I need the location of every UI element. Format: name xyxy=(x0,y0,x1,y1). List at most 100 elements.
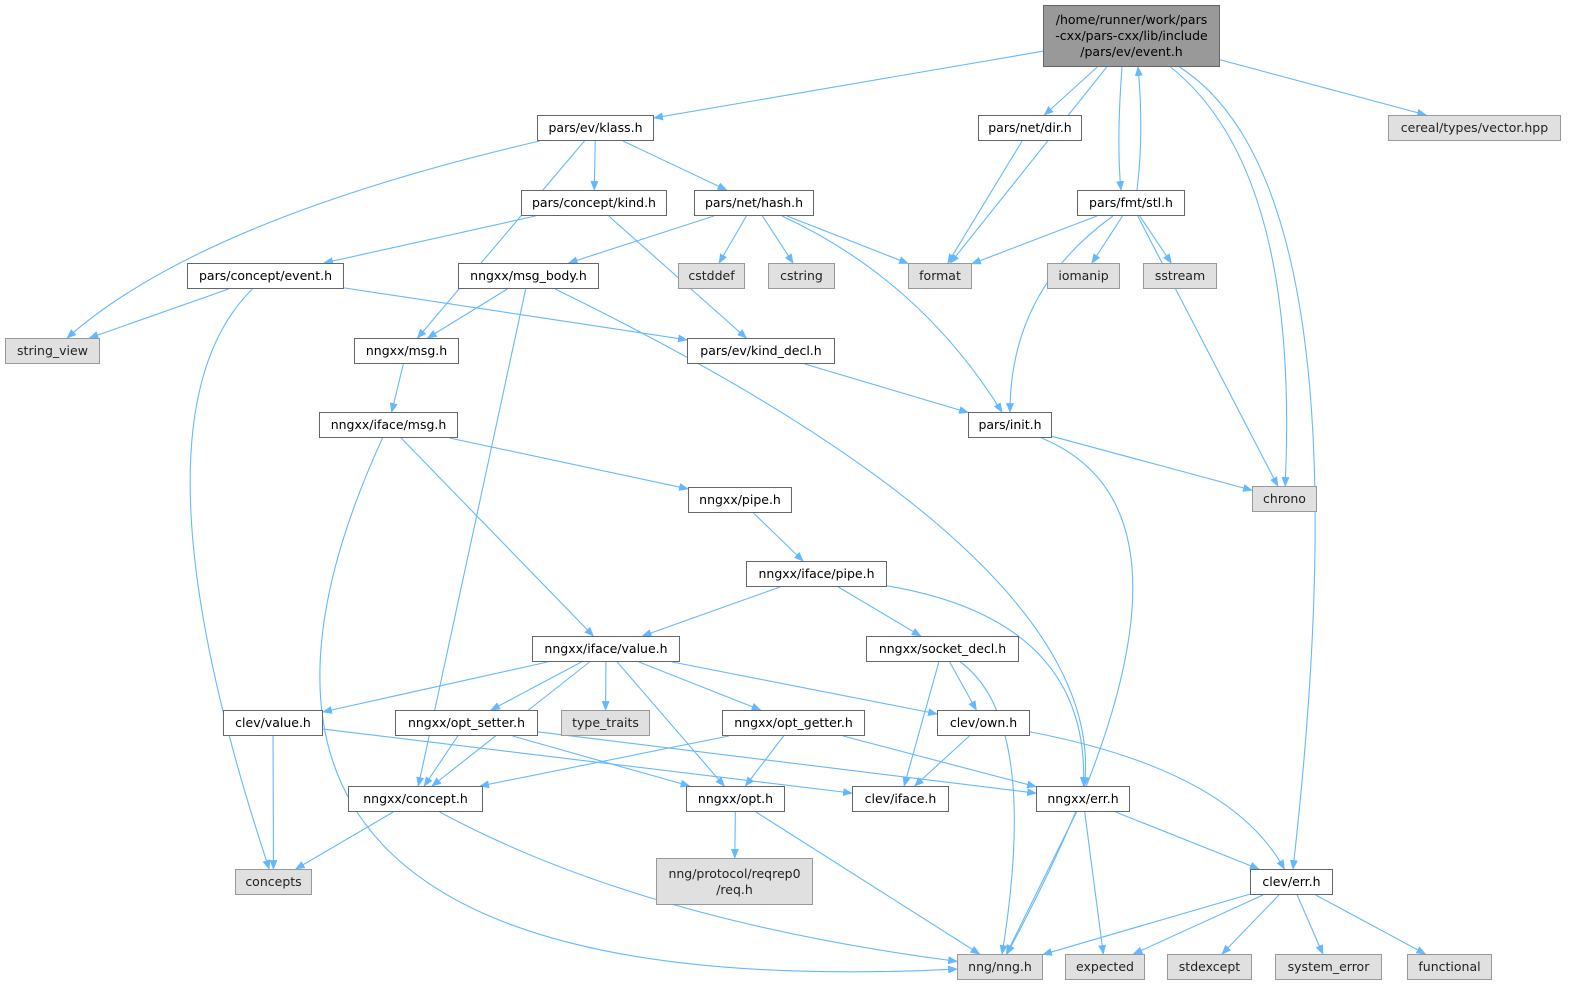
node-label: nngxx/msg_body.h xyxy=(470,268,587,283)
graph-node-init[interactable]: pars/init.h xyxy=(968,412,1052,438)
edge-sockdecl-to-nng xyxy=(960,661,1015,955)
edge-opt-to-req xyxy=(730,811,739,859)
graph-node-hash[interactable]: pars/net/hash.h xyxy=(694,190,814,216)
node-label: system_error xyxy=(1287,959,1370,974)
edge-hash-to-format xyxy=(786,215,909,264)
edge-cevent-to-concepts xyxy=(189,288,271,870)
node-label: nngxx/opt_setter.h xyxy=(407,715,526,730)
graph-node-nerr[interactable]: nngxx/err.h xyxy=(1036,786,1130,812)
edge-optgetter-to-opt xyxy=(744,735,785,787)
edge-kind-to-kinddecl xyxy=(608,215,748,339)
graph-node-msgbody[interactable]: nngxx/msg_body.h xyxy=(458,263,599,289)
edge-msgbody-to-msg xyxy=(426,288,508,339)
graph-node-nng: nng/nng.h xyxy=(957,954,1043,980)
edge-root-to-cleverr xyxy=(1179,66,1316,870)
graph-node-optsetter[interactable]: nngxx/opt_setter.h xyxy=(395,710,538,736)
graph-node-kinddecl[interactable]: pars/ev/kind_decl.h xyxy=(687,338,835,364)
edge-stl-to-iomanip xyxy=(1091,215,1124,264)
edge-hash-to-init xyxy=(781,215,1003,413)
node-label: clev/iface.h xyxy=(864,791,937,806)
edge-hash-to-cstddef xyxy=(718,215,747,264)
node-label: nngxx/iface/msg.h xyxy=(330,417,447,432)
graph-node-ipipe[interactable]: nngxx/iface/pipe.h xyxy=(746,561,887,587)
node-label: nngxx/err.h xyxy=(1047,791,1119,806)
edge-root-to-chrono xyxy=(1170,66,1290,487)
edge-msgbody-to-nerr xyxy=(554,288,1090,787)
edge-hash-to-msgbody xyxy=(567,215,715,265)
graph-node-req: nng/protocol/reqrep0/req.h xyxy=(656,858,813,905)
graph-node-dir[interactable]: pars/net/dir.h xyxy=(978,115,1082,141)
edge-nerr-to-expected xyxy=(1084,811,1107,955)
graph-node-root[interactable]: /home/runner/work/pars-cxx/pars-cxx/lib/… xyxy=(1043,5,1220,67)
graph-node-cereal: cereal/types/vector.hpp xyxy=(1388,115,1561,141)
edge-optsetter-to-nerr xyxy=(537,731,1037,797)
graph-node-kind[interactable]: pars/concept/kind.h xyxy=(521,190,667,216)
edge-sockdecl-to-clevif xyxy=(902,661,940,787)
edge-kind-to-cevent xyxy=(323,215,536,265)
edge-root-to-klass xyxy=(653,50,1044,121)
edge-cleverr-to-system_error xyxy=(1296,894,1324,955)
node-label: type_traits xyxy=(572,715,639,730)
node-label: nngxx/opt_getter.h xyxy=(734,715,853,730)
graph-node-clevvalue[interactable]: clev/value.h xyxy=(223,710,323,736)
node-label: clev/err.h xyxy=(1262,874,1321,889)
edge-cleverr-to-functional xyxy=(1315,894,1427,955)
graph-node-imsg[interactable]: nngxx/iface/msg.h xyxy=(319,412,458,438)
graph-node-msg[interactable]: nngxx/msg.h xyxy=(354,338,459,364)
edge-optgetter-to-nerr xyxy=(842,735,1037,789)
graph-node-cleverr[interactable]: clev/err.h xyxy=(1250,869,1333,895)
edge-ivalue-to-opt xyxy=(616,661,725,787)
graph-node-stl[interactable]: pars/fmt/stl.h xyxy=(1077,190,1185,216)
edge-ivalue-to-optsetter xyxy=(490,661,582,711)
node-label: /home/runner/work/pars xyxy=(1055,12,1208,27)
graph-node-opt[interactable]: nngxx/opt.h xyxy=(686,786,785,812)
edge-root-to-cereal xyxy=(1219,59,1427,117)
graph-node-klass[interactable]: pars/ev/klass.h xyxy=(537,115,654,141)
edge-ivalue-to-optgetter xyxy=(638,661,762,711)
graph-node-cevent[interactable]: pars/concept/event.h xyxy=(187,263,344,289)
edge-optgetter-to-nconcept xyxy=(479,735,729,789)
graph-node-stdexcept: stdexcept xyxy=(1167,954,1252,980)
graph-node-ivalue[interactable]: nngxx/iface/value.h xyxy=(532,636,680,662)
edge-opt-to-nng xyxy=(755,811,981,955)
graph-node-nconcept[interactable]: nngxx/concept.h xyxy=(348,786,483,812)
edge-pipe-to-ipipe xyxy=(753,512,804,562)
edge-stl-to-sstream xyxy=(1139,215,1172,264)
edge-dir-to-format xyxy=(947,140,1023,264)
graph-node-functional: functional xyxy=(1407,954,1492,980)
graph-node-clevown[interactable]: clev/own.h xyxy=(937,710,1030,736)
edge-ipipe-to-ivalue xyxy=(641,586,781,637)
graph-node-concepts: concepts xyxy=(235,869,312,895)
edge-ipipe-to-nerr xyxy=(886,585,1088,787)
node-label: cereal/types/vector.hpp xyxy=(1400,120,1549,135)
graph-node-system-error: system_error xyxy=(1275,954,1382,980)
node-label: pars/concept/kind.h xyxy=(532,195,656,210)
edge-hash-to-cstring xyxy=(761,215,794,264)
edge-stl-to-root xyxy=(1134,66,1143,191)
graph-node-sockdecl[interactable]: nngxx/socket_decl.h xyxy=(866,636,1019,662)
edge-stl-to-init xyxy=(1006,215,1114,413)
edge-clevown-to-cleverr xyxy=(1029,731,1285,870)
node-label: nng/protocol/reqrep0 xyxy=(668,865,801,881)
graph-node-pipe[interactable]: nngxx/pipe.h xyxy=(688,487,792,513)
edge-nconcept-to-concepts xyxy=(294,811,394,870)
graph-node-type-traits: type_traits xyxy=(561,710,650,736)
node-label: nngxx/concept.h xyxy=(363,791,468,806)
edge-kinddecl-to-init xyxy=(804,363,969,414)
node-label: pars/net/dir.h xyxy=(988,120,1072,135)
node-label: pars/net/hash.h xyxy=(704,195,804,210)
node-label: /pars/ev/event.h xyxy=(1080,44,1183,59)
edge-stl-to-format xyxy=(971,215,1098,265)
node-label: pars/init.h xyxy=(978,417,1042,432)
edge-cleverr-to-expected xyxy=(1132,894,1264,955)
edge-cleverr-to-stdexcept xyxy=(1221,894,1280,955)
node-label: nngxx/opt.h xyxy=(697,791,774,806)
graph-node-clevif[interactable]: clev/iface.h xyxy=(852,786,949,812)
node-label: clev/value.h xyxy=(235,715,311,730)
node-label: expected xyxy=(1076,959,1134,974)
edge-imsg-to-nng xyxy=(319,437,958,974)
edge-nerr-to-nng xyxy=(1005,811,1078,955)
graph-node-optgetter[interactable]: nngxx/opt_getter.h xyxy=(722,710,865,736)
edge-ivalue-to-clevvalue xyxy=(322,661,548,714)
